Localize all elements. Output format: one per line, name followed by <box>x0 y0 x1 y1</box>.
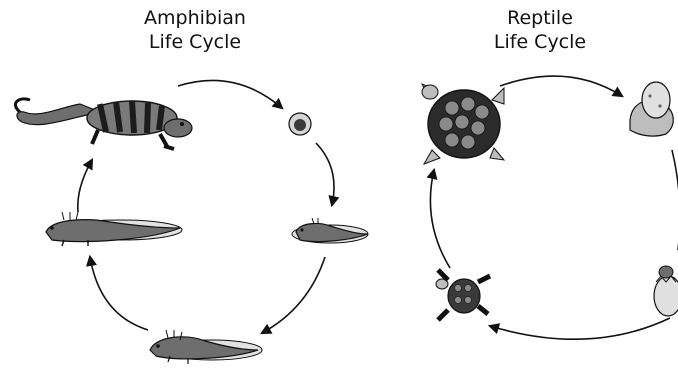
reptile-egg <box>630 82 673 136</box>
arrow-larva2-to-juvenile <box>90 257 148 330</box>
reptile-hatching-egg <box>654 266 678 316</box>
reptile-cycle <box>422 76 678 339</box>
arrow-juvenile-to-adult <box>78 160 92 212</box>
arrow-larva-to-larva2 <box>262 257 325 333</box>
arrow-adult-to-egg <box>178 80 282 108</box>
amphibian-cycle <box>15 80 368 364</box>
arrow-baby-to-adult <box>430 170 450 268</box>
amphibian-egg <box>289 113 311 135</box>
arrow-turtle-to-egg <box>500 76 622 96</box>
amphibian-larva <box>292 218 368 243</box>
arrow-hatching-to-baby <box>490 318 670 339</box>
baby-turtle <box>436 270 490 320</box>
turtle-adult <box>422 84 504 164</box>
arrow-egg-to-larva <box>316 143 334 205</box>
amphibian-juvenile <box>46 212 182 246</box>
amphibian-larva-growing <box>150 330 262 364</box>
arrow-egg-to-hatching <box>672 150 678 250</box>
salamander-adult <box>15 99 192 149</box>
